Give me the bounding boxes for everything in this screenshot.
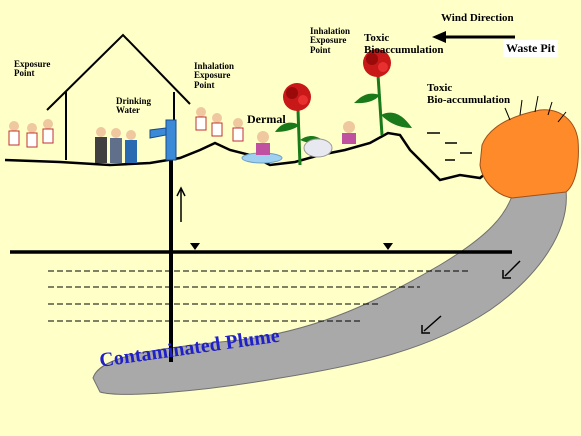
wind-direction-arrow — [432, 31, 515, 43]
adults-figures-house — [95, 127, 137, 163]
rose-flower-right — [354, 49, 412, 136]
children-figures-mid — [195, 107, 244, 142]
contaminated-plume — [92, 189, 567, 395]
groundwater-dashes — [48, 270, 470, 322]
plume-flow-arrows — [421, 260, 521, 334]
pond-lines — [427, 132, 472, 161]
upward-flow-arrow — [176, 186, 186, 222]
faucet — [149, 119, 177, 161]
wind-direction-label: Wind Direction — [441, 12, 514, 24]
waste-pit-label: Waste Pit — [503, 40, 558, 57]
children-figures-left — [8, 119, 54, 148]
rose-flower-left — [275, 83, 325, 166]
vapor-wisps — [504, 95, 567, 123]
dermal-label: Dermal — [247, 112, 286, 126]
dermal-contact-figure — [241, 131, 283, 164]
waste-pit-mound — [479, 109, 579, 199]
animal-figures — [303, 121, 356, 158]
water-table-markers — [190, 243, 393, 250]
